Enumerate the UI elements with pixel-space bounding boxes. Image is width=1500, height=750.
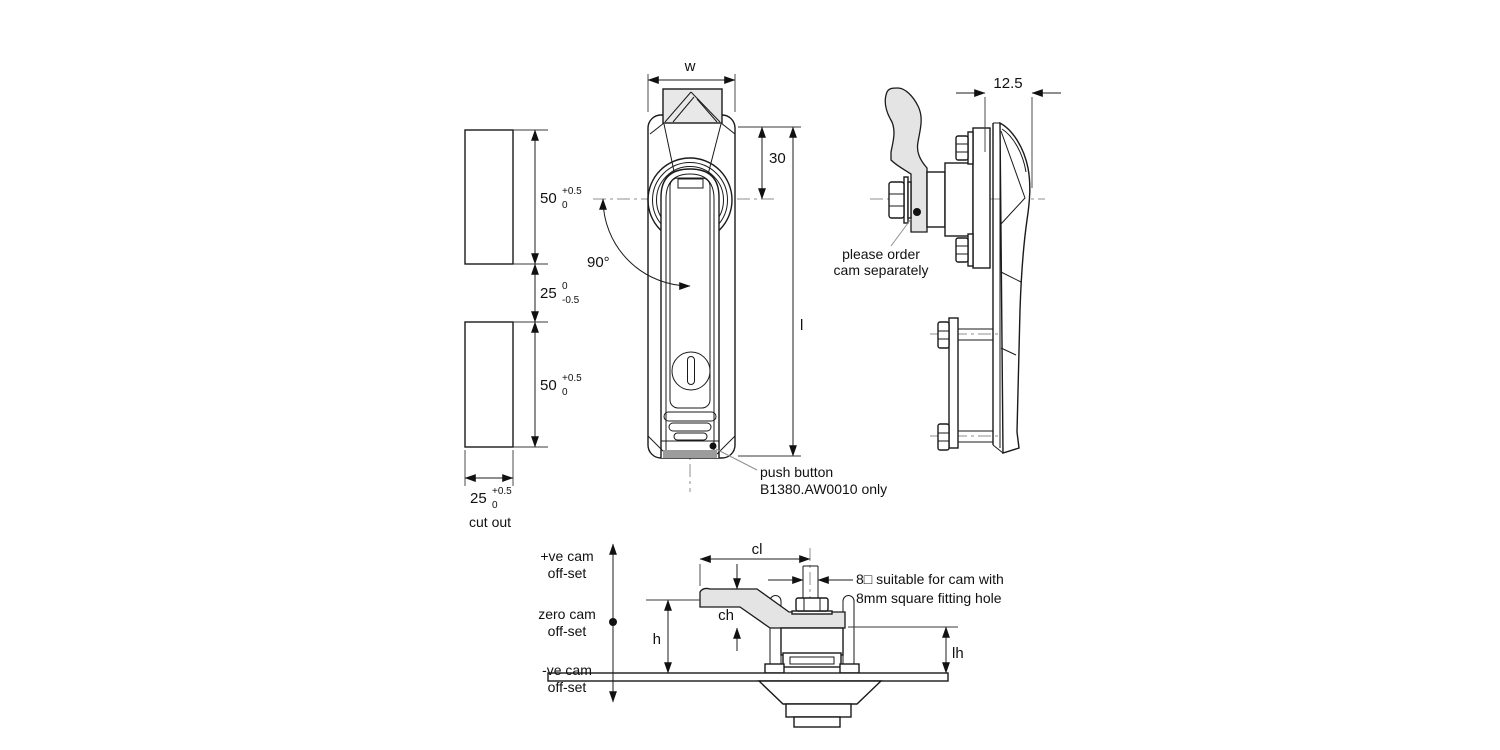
label-positive-offset-1: +ve cam	[540, 548, 593, 564]
section-view: cl 8□ suitable for cam with 8mm square f…	[538, 541, 1004, 728]
dim-cutout-gap: 25	[540, 285, 557, 302]
note-order-cam-2: cam separately	[834, 262, 929, 278]
grip-slot	[673, 432, 708, 441]
dim-side-depth: 12.5	[993, 75, 1022, 92]
note-push-button-2: B1380.AW0010 only	[760, 481, 887, 497]
dim-section-lh: lh	[952, 645, 964, 662]
note-order-cam-1: please order	[842, 246, 920, 262]
cutout-view: 50 +0.5 0 25 0 -0.5 50 +0.5 0 25 +0.5 0 …	[464, 129, 582, 530]
dim-front-angle: 90°	[587, 254, 610, 271]
body-block	[944, 162, 974, 237]
note-square-hole-2: 8mm square fitting hole	[856, 590, 1002, 606]
push-button-dot	[709, 442, 717, 450]
latch-slide	[782, 652, 842, 668]
label-positive-offset-2: off-set	[548, 565, 587, 581]
label-zero-offset-1: zero cam	[538, 606, 596, 622]
cam-end-square	[662, 88, 723, 124]
bottom-trim	[663, 450, 717, 458]
clamp-stud-nut	[937, 423, 950, 451]
label-zero-offset-2: off-set	[548, 623, 587, 639]
cutout-rect-bottom	[464, 321, 514, 448]
body-flange	[972, 127, 991, 269]
housing-cone	[757, 680, 883, 705]
dim-cutout-width-tol-lower: 0	[492, 500, 498, 511]
dim-cutout-gap-tol-lower: -0.5	[562, 295, 580, 306]
front-view: w 30 l 90° push button B1380.AW0010 only	[587, 58, 887, 497]
body-neck	[926, 171, 946, 228]
keyhole	[687, 356, 695, 385]
cam-nut	[888, 181, 905, 219]
housing-profile	[999, 121, 1031, 454]
note-push-button-1: push button	[760, 464, 833, 480]
dim-cutout-gap-tol-upper: 0	[562, 281, 568, 292]
dim-cutout-height-bottom-tol-lower: 0	[562, 387, 568, 398]
label-negative-offset-1: -ve cam	[542, 662, 592, 678]
handle-recess	[669, 177, 711, 409]
swing-arc	[599, 198, 691, 290]
dim-cutout-height-top-tol-upper: +0.5	[562, 186, 582, 197]
dim-front-width: w	[684, 58, 696, 75]
key-cylinder	[671, 351, 711, 391]
cutout-caption: cut out	[469, 514, 511, 530]
clamp-stud-nut	[937, 321, 950, 349]
dim-section-ch: ch	[718, 607, 734, 624]
cutout-rect-top	[464, 129, 514, 265]
spindle-nut	[795, 597, 829, 612]
dim-section-cl: cl	[752, 541, 763, 558]
dim-section-h: h	[653, 631, 661, 648]
dim-cutout-height-bottom: 50	[540, 377, 557, 394]
grip-slot	[663, 411, 717, 422]
clamp-bracket	[948, 317, 959, 449]
cam-marker-dot	[913, 208, 921, 216]
label-negative-offset-2: off-set	[548, 679, 587, 695]
dim-cutout-width: 25	[470, 490, 487, 507]
body-section	[780, 627, 844, 656]
fixing-stud-nut	[955, 135, 969, 161]
note-square-hole-1: 8□ suitable for cam with	[856, 571, 1004, 587]
dim-front-30: 30	[769, 150, 786, 167]
zero-offset-dot	[609, 618, 617, 626]
dim-front-length: l	[800, 317, 803, 334]
side-view: 12.5 please order cam separately	[834, 75, 1061, 454]
cam-lever	[884, 87, 928, 233]
dim-cutout-height-bottom-tol-upper: +0.5	[562, 373, 582, 384]
panel-section	[547, 672, 949, 682]
grip-slot	[668, 422, 712, 432]
dim-cutout-height-top: 50	[540, 190, 557, 207]
dim-cutout-width-tol-upper: +0.5	[492, 486, 512, 497]
dim-cutout-height-top-tol-lower: 0	[562, 200, 568, 211]
fixing-stud-nut	[955, 237, 969, 263]
cam-section	[699, 587, 846, 629]
